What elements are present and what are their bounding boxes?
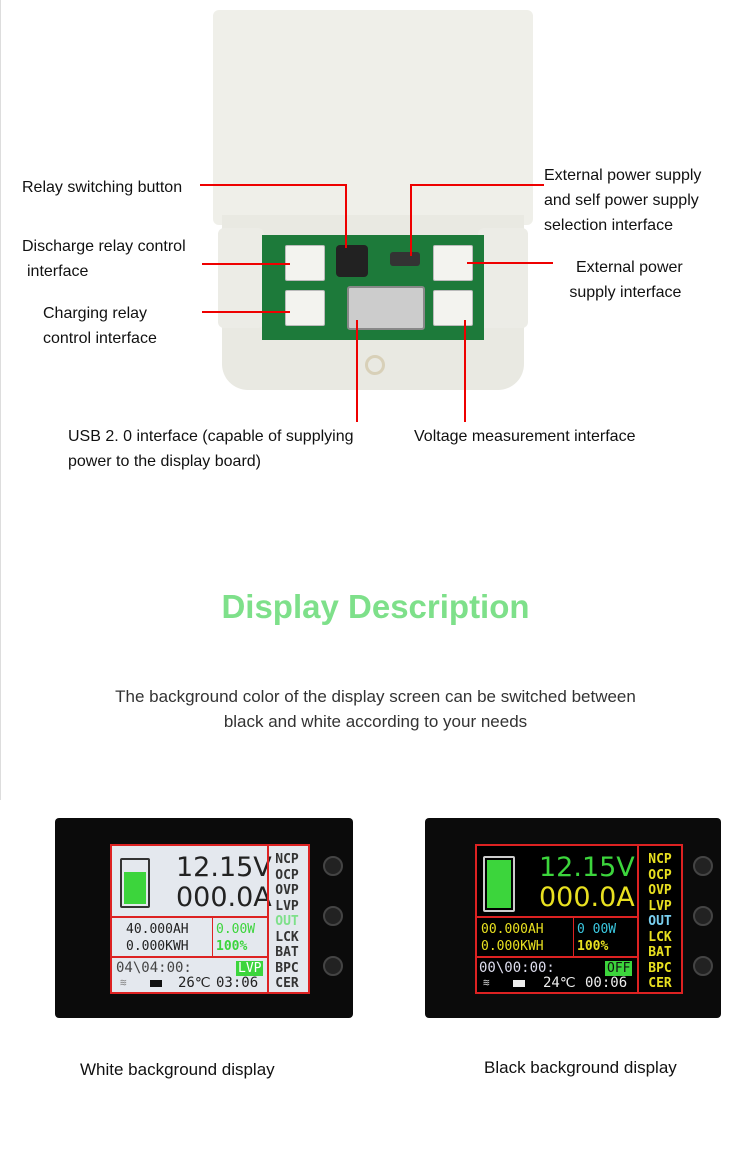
menu-item: NCP xyxy=(648,852,672,867)
menu-item-selected: OUT xyxy=(275,914,299,929)
label-charging-relay: Charging relay control interface xyxy=(43,301,157,351)
label-line: supply interface xyxy=(569,284,682,301)
menu-item: LVP xyxy=(648,898,672,914)
lcd-screen-black: 12.15V 000.0A 00.000AH 0.000KWH 0 00W 10… xyxy=(475,844,683,994)
ah-readout: 40.000AH xyxy=(126,922,189,937)
description-line: The background color of the display scre… xyxy=(115,687,636,706)
lcd-screen-white: 12.15V 000.0A 40.000AH 0.000KWH 0.00W 10… xyxy=(110,844,310,994)
enclosure-body xyxy=(213,10,533,225)
section-title: Display Description xyxy=(221,588,530,625)
section-divider xyxy=(0,0,1,800)
lock-icon xyxy=(513,980,525,987)
current-readout: 000.0A xyxy=(539,882,635,913)
wifi-icon: ≋ xyxy=(483,976,490,989)
menu-item: OVP xyxy=(275,883,299,898)
label-line: External power xyxy=(576,259,683,276)
label-voltage: Voltage measurement interface xyxy=(414,428,636,445)
menu-item: LVP xyxy=(275,898,299,914)
status-badge: OFF xyxy=(605,961,633,976)
protection-menu: NCP OCP OVP LVP OUT LCK BAT BPC CER xyxy=(268,852,306,992)
menu-item: CER xyxy=(648,976,672,991)
voltage-readout: 12.15V xyxy=(539,852,635,883)
temperature-readout: 26℃ xyxy=(178,975,211,991)
label-line: control interface xyxy=(43,330,157,347)
side-tab-left xyxy=(218,228,264,328)
protection-menu: NCP OCP OVP LVP OUT LCK BAT BPC CER xyxy=(641,852,679,992)
label-line: power to the display board) xyxy=(68,453,261,470)
temperature-readout: 24℃ xyxy=(543,975,576,991)
menu-item: LCK xyxy=(648,929,672,945)
menu-item: NCP xyxy=(275,852,299,867)
button-knob xyxy=(693,906,713,926)
button-knob xyxy=(693,856,713,876)
percent-readout: 100% xyxy=(216,939,248,954)
menu-item: BPC xyxy=(275,960,299,976)
battery-icon xyxy=(120,858,150,908)
white-display-caption: White background display xyxy=(80,1060,275,1079)
menu-item: BPC xyxy=(648,960,672,976)
mounting-hole xyxy=(365,355,385,375)
power-readout: 0 00W xyxy=(577,922,617,937)
power-readout: 0.00W xyxy=(216,922,256,937)
charging-relay-connector xyxy=(285,290,325,326)
button-knob xyxy=(323,956,343,976)
kwh-readout: 0.000KWH xyxy=(481,939,544,954)
section-description: The background color of the display scre… xyxy=(0,684,751,734)
status-badge: LVP xyxy=(236,961,264,976)
label-discharge-relay: Discharge relay control interface xyxy=(22,234,186,284)
voltage-readout: 12.15V xyxy=(176,852,272,883)
discharge-relay-connector xyxy=(285,245,325,281)
timer-readout: 00\00:00: xyxy=(479,960,555,976)
side-tab-right xyxy=(478,228,528,328)
label-line: selection interface xyxy=(544,217,673,234)
menu-item: OCP xyxy=(275,867,299,883)
label-line: USB 2. 0 interface (capable of supplying xyxy=(68,428,354,445)
label-line: interface xyxy=(27,263,89,280)
black-display-device: 12.15V 000.0A 00.000AH 0.000KWH 0 00W 10… xyxy=(425,818,721,1018)
selection-jumper xyxy=(390,252,420,266)
menu-item: LCK xyxy=(275,929,299,945)
label-relay-button: Relay switching button xyxy=(22,179,183,196)
menu-item: BAT xyxy=(648,945,672,960)
current-readout: 000.0A xyxy=(176,882,272,913)
voltage-measurement-connector xyxy=(433,290,473,326)
button-knob xyxy=(323,906,343,926)
menu-item: CER xyxy=(275,976,299,991)
button-knob xyxy=(693,956,713,976)
external-power-connector xyxy=(433,245,473,281)
relay-switch-button xyxy=(336,245,368,277)
clock-readout: 03:06 xyxy=(216,975,259,991)
wifi-icon: ≋ xyxy=(120,976,127,989)
clock-readout: 00:06 xyxy=(585,975,628,991)
menu-item-selected: OUT xyxy=(648,914,672,929)
label-line: External power supply xyxy=(544,167,702,184)
white-display-device: 12.15V 000.0A 40.000AH 0.000KWH 0.00W 10… xyxy=(55,818,353,1018)
label-ext-power-select: External power supply and self power sup… xyxy=(544,163,701,238)
usb-port xyxy=(347,286,425,330)
label-line: Charging relay xyxy=(43,305,148,322)
menu-item: OVP xyxy=(648,883,672,898)
percent-readout: 100% xyxy=(577,939,609,954)
menu-item: OCP xyxy=(648,867,672,883)
button-knob xyxy=(323,856,343,876)
label-usb: USB 2. 0 interface (capable of supplying… xyxy=(68,424,354,474)
label-ext-power: External power supply interface xyxy=(568,255,683,305)
menu-item: BAT xyxy=(275,945,299,960)
timer-readout: 04\04:00: xyxy=(116,960,192,976)
label-line: and self power supply xyxy=(544,192,699,209)
kwh-readout: 0.000KWH xyxy=(126,939,189,954)
description-line: black and white according to your needs xyxy=(223,712,528,731)
ah-readout: 00.000AH xyxy=(481,922,544,937)
battery-icon xyxy=(483,856,515,912)
lock-icon xyxy=(150,980,162,987)
label-line: Discharge relay control xyxy=(22,238,186,255)
black-display-caption: Black background display xyxy=(484,1058,677,1077)
